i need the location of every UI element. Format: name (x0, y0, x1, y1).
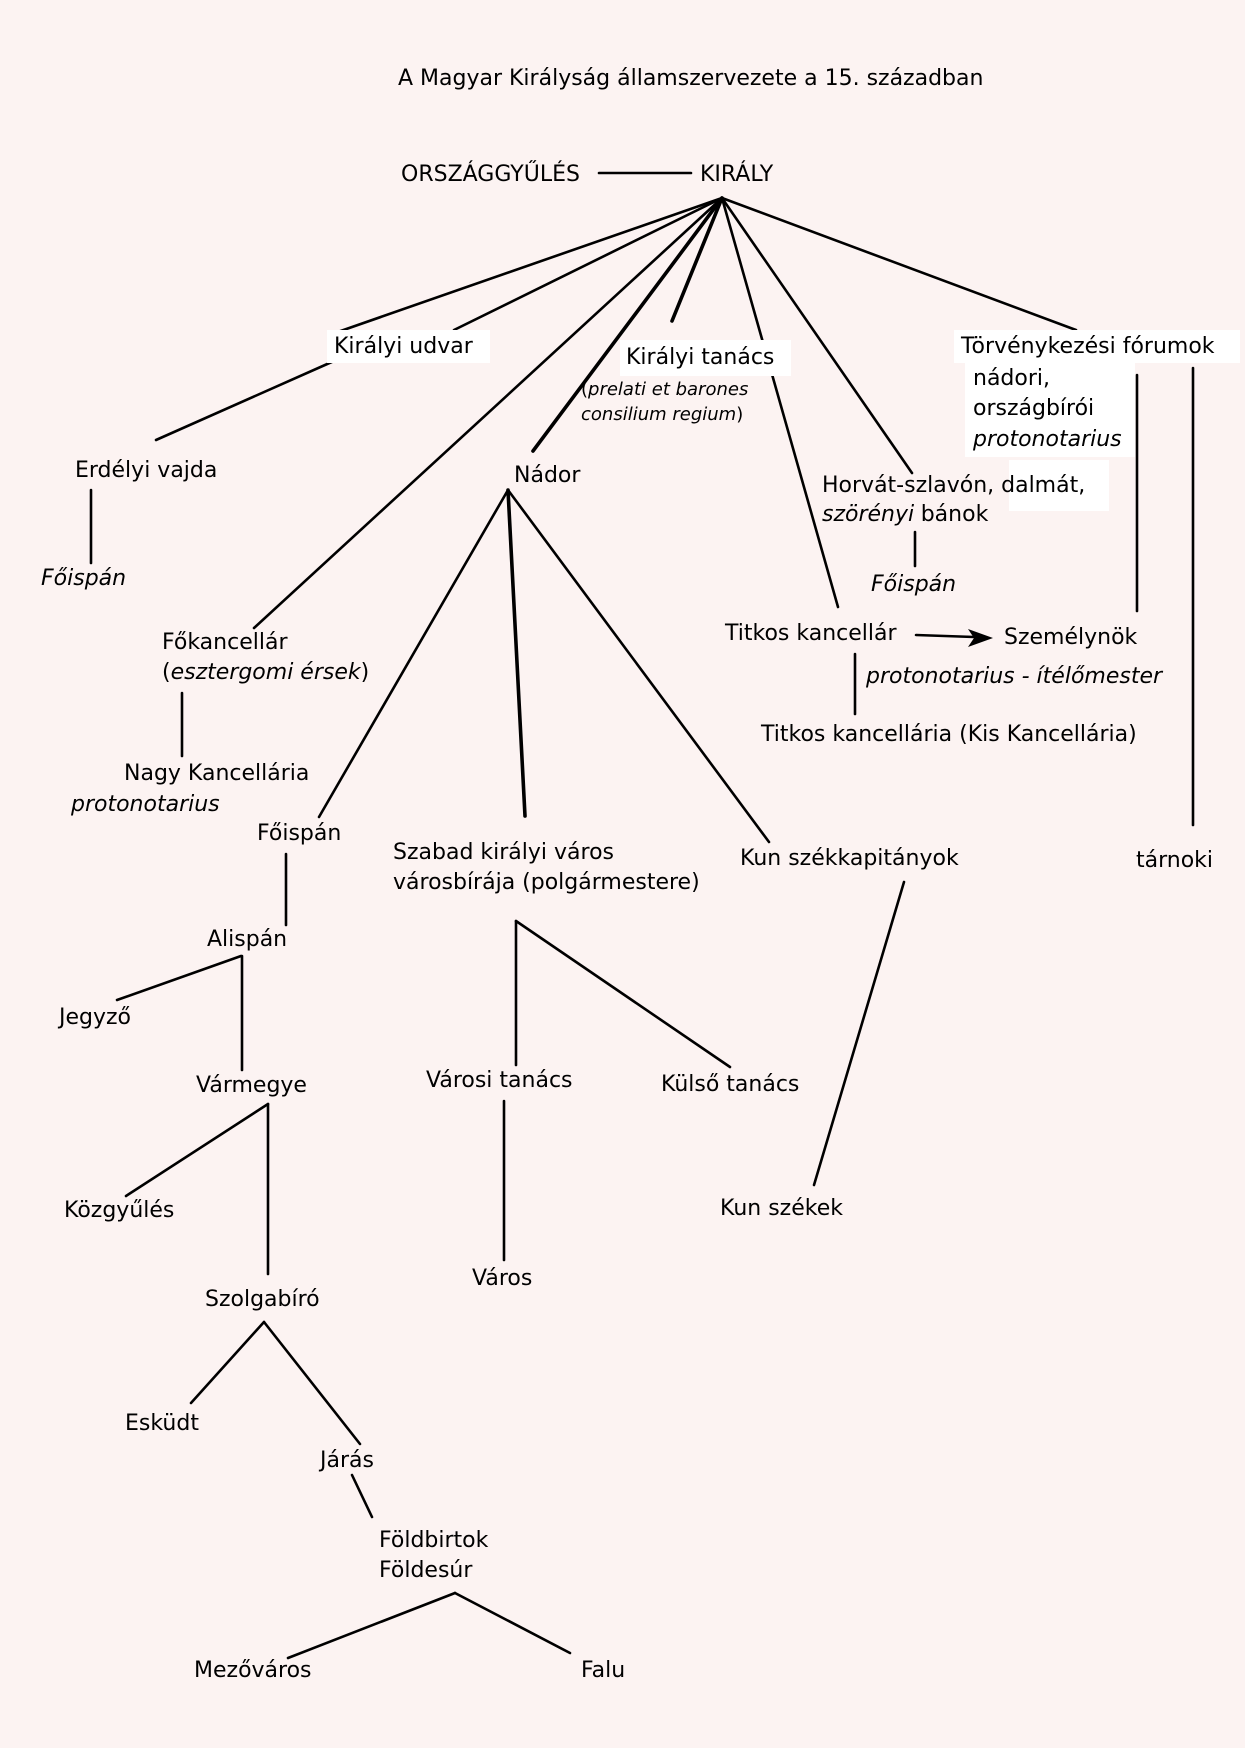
node-courts-of-law: Törvénykezési fórumok (961, 334, 1215, 359)
connector-king-chancellor (252, 196, 724, 630)
node-transylvanian-ispan: Főispán (41, 566, 127, 591)
node-village: Falu (581, 1658, 626, 1683)
node-free-town-line1: Szabad királyi város (393, 840, 614, 865)
connector-king-palatine (531, 196, 724, 453)
node-high-chancellor: Főkancellár (162, 630, 288, 655)
node-town: Város (472, 1266, 533, 1291)
connector-judge-district (262, 1320, 362, 1446)
node-juror: Esküdt (125, 1411, 199, 1436)
node-secret-chancellor: Titkos kancellár (725, 621, 897, 646)
connector-king-council (670, 196, 724, 323)
node-bans-ispan: Főispán (871, 572, 957, 597)
bans-word: bánok (920, 502, 989, 527)
connector-cuman-captains-seats (812, 880, 906, 1187)
node-royal-council: Királyi tanács (626, 345, 775, 370)
node-market-town: Mezőváros (194, 1658, 312, 1683)
paren-open: ( (162, 660, 171, 685)
node-outer-council: Külső tanács (661, 1072, 800, 1097)
council-note-line1: (prelati et barones (581, 379, 748, 401)
label-background-forum-officials (965, 363, 1135, 457)
connector-king-courts-of-law (720, 196, 1078, 332)
node-county-assembly: Közgyűlés (64, 1198, 175, 1223)
connector-king-secret-chancellor (720, 196, 840, 609)
bans-szoreny: szörényi (822, 502, 915, 527)
node-alispan: Alispán (207, 927, 288, 952)
great-chancellery-protonotary: protonotarius (71, 792, 220, 817)
node-royal-court: Királyi udvar (334, 334, 473, 359)
node-estate-line2: Földesúr (379, 1558, 473, 1583)
connector-palatine-ispan (317, 488, 510, 819)
connector-estate-market-town (286, 1591, 457, 1660)
node-notary: Jegyző (59, 1005, 132, 1030)
node-szolgabiro: Szolgabíró (205, 1287, 320, 1312)
node-king: KIRÁLY (700, 162, 774, 187)
connector-county-assembly (124, 1102, 270, 1198)
node-free-town-line2: városbírája (polgármestere) (393, 870, 700, 895)
node-transylvanian-voivode: Erdélyi vajda (75, 458, 218, 483)
connector-estate-village (453, 1591, 572, 1655)
node-cuman-captains: Kun székkapitányok (740, 846, 959, 871)
node-bans-line1: Horvát-szlavón, dalmát, (822, 473, 1086, 498)
connector-palatine-cuman-captains (506, 488, 771, 844)
personalis-note: protonotarius - ítélőmester (866, 664, 1163, 689)
paren-close: ) (360, 660, 370, 685)
paren-close: ) (736, 404, 744, 425)
label-background-courts-of-law (954, 330, 1240, 363)
connector-king-bans (720, 196, 914, 475)
forum-official-palatine: nádori, (973, 366, 1050, 391)
high-chancellor-note-text: esztergomi érsek (170, 660, 361, 685)
node-county: Vármegye (196, 1073, 307, 1098)
label-background-council (620, 340, 791, 376)
forum-official-judge-royal: országbírói (973, 396, 1095, 421)
connector-palatine-free-town (506, 488, 527, 818)
node-estate-line1: Földbirtok (379, 1528, 489, 1553)
node-personalis: Személynök (1004, 625, 1138, 650)
node-ispan: Főispán (257, 821, 342, 846)
connector-district-estate (350, 1473, 374, 1519)
connector-judge-juror (189, 1320, 266, 1405)
connector-king-court-right (452, 196, 724, 332)
arrowhead-icon (968, 629, 993, 647)
node-palatine: Nádor (514, 463, 581, 488)
council-note-text1: prelati et barones (588, 379, 749, 400)
forum-official-protonotary: protonotarius (973, 427, 1122, 452)
connector-court-voivode (154, 359, 336, 442)
node-town-council: Városi tanács (426, 1068, 573, 1093)
node-great-chancellery: Nagy Kancellária (124, 761, 310, 786)
node-cuman-seats: Kun székek (720, 1196, 843, 1221)
diagram-title: A Magyar Királyság államszervezete a 15.… (398, 66, 984, 91)
node-district: Járás (320, 1448, 374, 1473)
node-tarnoki: tárnoki (1136, 848, 1214, 873)
label-background-bans (1009, 460, 1109, 511)
connector-secret-chancellor-personalis (914, 633, 976, 639)
council-note-line2: consilium regium) (581, 404, 743, 426)
connector-free-town-outer-council (514, 919, 732, 1069)
council-note-text2: consilium regium (581, 404, 737, 425)
paren-open: ( (581, 379, 589, 400)
node-assembly: ORSZÁGGYŰLÉS (401, 162, 580, 187)
label-background-court (327, 330, 490, 363)
node-secret-chancellery: Titkos kancellária (Kis Kancellária) (761, 722, 1137, 747)
connector-alispan-notary (115, 954, 243, 1002)
connector-king-court-left (330, 196, 724, 336)
high-chancellor-note: (esztergomi érsek) (162, 660, 369, 686)
